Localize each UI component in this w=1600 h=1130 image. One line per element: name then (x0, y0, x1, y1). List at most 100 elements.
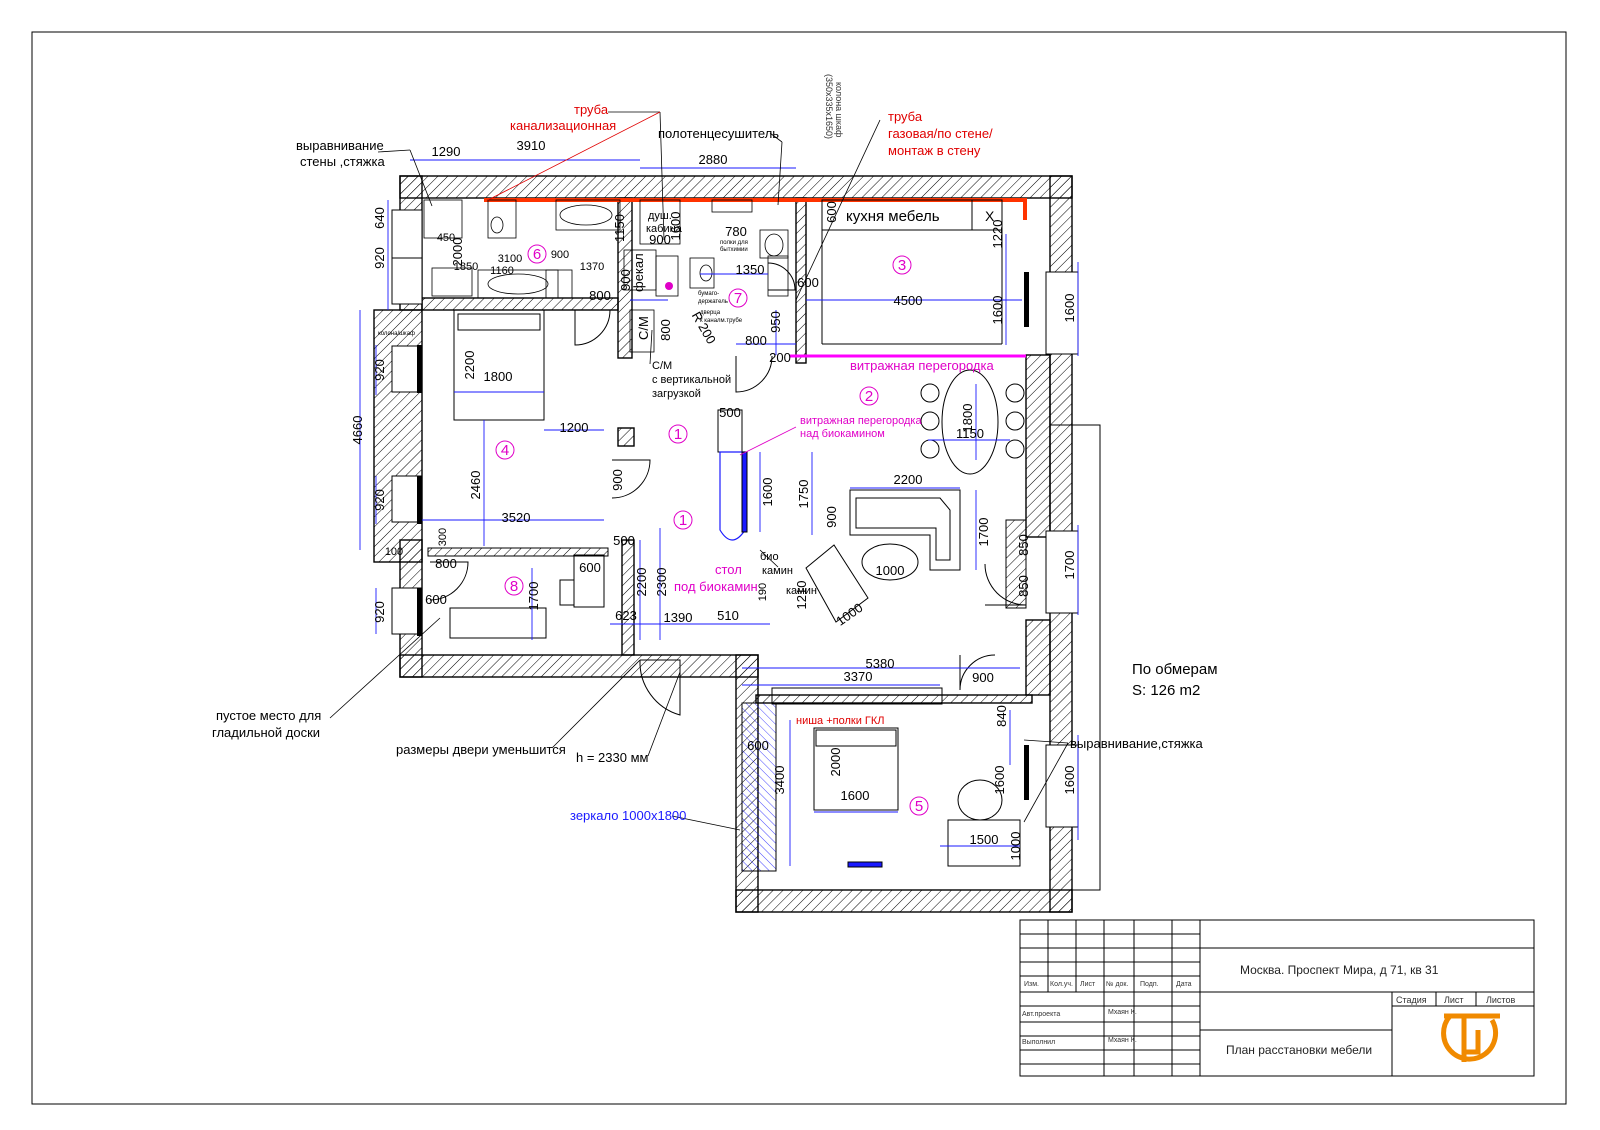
dim-2000: 2000 (450, 238, 465, 267)
dim-200: 200 (769, 350, 791, 365)
dining-table (920, 369, 1025, 475)
dim-920-d: 920 (372, 601, 387, 623)
column-box-1: колона шкаф (834, 82, 844, 138)
dim-2300: 2300 (654, 568, 669, 597)
kitchen-furniture: кухня мебель (846, 208, 940, 225)
dimension-lines (359, 159, 1079, 866)
dim-900-shower: 900 (649, 232, 671, 247)
dim-900-e: 900 (551, 249, 569, 261)
dim-1600-d: 1600 (841, 788, 870, 803)
gas-pipe-1: труба (888, 109, 923, 124)
tb-name-2: Мхаян К. (1108, 1037, 1137, 1044)
bio-1: био (760, 551, 779, 563)
tb-col-kol: Кол.уч. (1050, 981, 1073, 988)
room-8: 8 (510, 578, 518, 595)
dim-1220: 1220 (990, 220, 1005, 249)
dim-2880: 2880 (699, 152, 728, 167)
tb-row-author: Авт.проекта (1022, 1011, 1060, 1018)
dim-1750: 1750 (796, 480, 811, 509)
dim-1600-f: 1600 (1062, 766, 1077, 795)
sewer-pipe-leader (487, 111, 661, 201)
dim-623: 623 (615, 608, 637, 623)
dressing-room-furniture (449, 554, 605, 639)
dim-3370: 3370 (844, 669, 873, 684)
dim-2200-b: 2200 (634, 568, 649, 597)
dim-800-b: 800 (745, 333, 767, 348)
shower-1: душ. (648, 210, 672, 222)
dim-1160: 1160 (490, 265, 514, 277)
dim-640: 640 (372, 207, 387, 229)
dim-1700-a: 1700 (526, 582, 541, 611)
title-block (1019, 919, 1535, 1077)
title-block-text: Изм. Кол.уч. Лист № док. Подп. Дата Авт.… (1022, 963, 1515, 1057)
room-1-a: 1 (674, 426, 682, 443)
washer-2: с вертикальной (652, 374, 731, 386)
dim-840: 840 (994, 705, 1009, 727)
dim-780: 780 (725, 224, 747, 239)
tb-col-izm: Изм. (1024, 981, 1039, 988)
dim-1500: 1500 (970, 832, 999, 847)
dim-1600-a: 1600 (990, 296, 1005, 325)
dim-2200-a: 2200 (462, 351, 477, 380)
wall-align-top-2: стены ,стяжка (300, 154, 385, 169)
bio-partition-2: над биокамином (800, 428, 885, 440)
bedroom-5-furniture (741, 687, 1021, 872)
tb-col-doc: № док. (1106, 981, 1128, 988)
tb-col-list: Лист (1080, 981, 1096, 988)
kitchen-x: X (985, 208, 995, 224)
dim-1350: 1350 (736, 262, 765, 277)
paper-holder-1: бумаго- (698, 291, 719, 297)
dim-600-c: 600 (579, 560, 601, 575)
ironing-1: пустое место для (216, 708, 321, 723)
column-cabinet-label: колона/шкаф (378, 331, 415, 337)
company-logo (1441, 1013, 1500, 1062)
table-label-2: под биокамин (674, 579, 758, 594)
dim-190: 190 (757, 583, 769, 601)
tb-address: Москва. Проспект Мира, д 71, кв 31 (1240, 963, 1439, 977)
dim-920-a: 920 (372, 247, 387, 269)
niche-label: ниша +полки ГКЛ (796, 715, 885, 727)
mirror-label: зеркало 1000x1800 (570, 808, 686, 823)
column-box-2: (350x335x1650) (824, 74, 834, 139)
towel-dryer: полотенцесушитель (658, 126, 779, 141)
table-label-1: стол (715, 562, 742, 577)
dim-3520: 3520 (502, 510, 531, 525)
measurements-1: По обмерам (1132, 661, 1218, 678)
room-1-b: 1 (679, 512, 687, 529)
dim-450: 450 (437, 232, 455, 244)
dim-1700-b: 1700 (976, 518, 991, 547)
dim-950: 950 (768, 311, 783, 333)
dim-920-b: 920 (372, 359, 387, 381)
dim-1000-c: 1000 (1008, 832, 1023, 861)
bathroom-fixtures (423, 199, 789, 353)
ironing-2: гладильной доски (212, 725, 320, 740)
tb-name-1: Мхаян К. (1108, 1009, 1137, 1016)
sewer-pipe-1: труба (574, 102, 609, 117)
room-3: 3 (898, 257, 906, 274)
shelves-2: бытхимии (720, 247, 748, 253)
dim-1200: 1200 (560, 420, 589, 435)
bedroom-4-furniture (427, 309, 609, 557)
dim-4500: 4500 (894, 293, 923, 308)
kitchen (821, 199, 1003, 345)
dim-1600-shower: 1600 (668, 212, 683, 241)
dim-3910: 3910 (517, 138, 546, 153)
riser-dot (665, 282, 673, 290)
dim-900-a: 900 (618, 269, 633, 291)
tb-row-done: Выполнил (1022, 1039, 1055, 1046)
dim-600-a: 600 (797, 275, 819, 290)
room-number-labels: 1 1 2 3 4 5 6 7 8 (501, 246, 923, 815)
dim-2460: 2460 (468, 471, 483, 500)
sm-label: С/М (636, 316, 651, 340)
tb-col-date: Дата (1176, 981, 1192, 988)
washer-3: загрузкой (652, 388, 701, 400)
tb-sheets: Листов (1486, 995, 1515, 1005)
wall-align-top-1: выравнивание (296, 138, 384, 153)
dim-2200-c: 2200 (894, 472, 923, 487)
balcony-outline (1050, 424, 1101, 891)
hatch-2: к каналм.трубе (700, 318, 743, 324)
dim-4660: 4660 (350, 416, 365, 445)
gas-pipe-2: газовая/по стене/ (888, 126, 993, 141)
room-2: 2 (865, 388, 873, 405)
